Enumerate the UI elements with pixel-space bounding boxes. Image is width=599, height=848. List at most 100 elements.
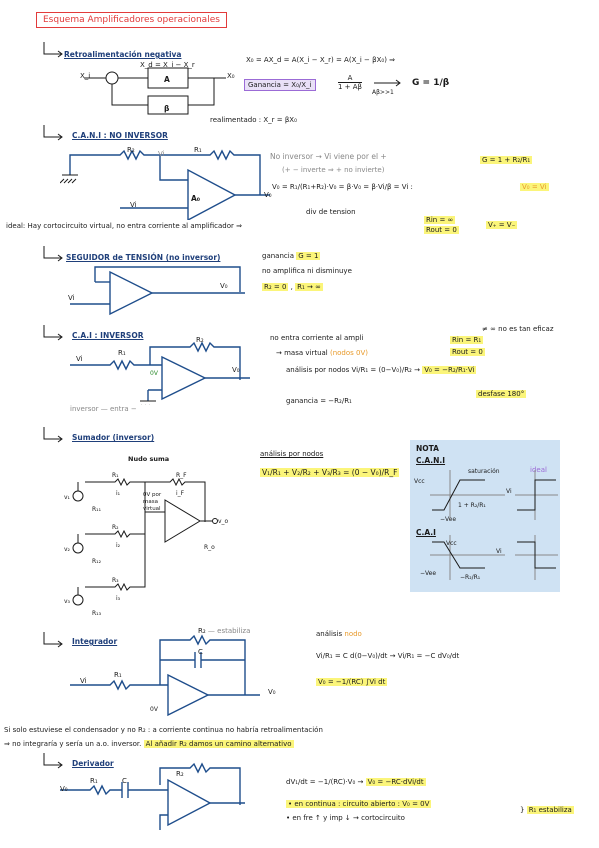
nota-ideal: ideal (530, 466, 547, 474)
integrador-eq1: Vi/R₁ = C d(0−V₀)/dt → Vi/R₁ = −C dV₀/dt (316, 652, 460, 660)
cani-vi-top: Vi (158, 150, 165, 158)
cai-analisis: análisis por nodos Vi/R₁ = (0−V₀)/R₂ → V… (286, 366, 477, 374)
nota-vcc-1: Vcc (414, 478, 425, 485)
sumador-v1: v₁ (64, 494, 70, 501)
cai-grey-note: inversor — entra − (70, 405, 137, 413)
xd-label: X_d = X_i − X_r (140, 61, 195, 69)
section-heading-cai: C.A.I : INVERSOR (72, 331, 144, 340)
arrow-icon (43, 753, 63, 769)
sumador-rf: R_F (176, 472, 187, 479)
cani-r2: R₂ (127, 146, 135, 154)
cani-rin: Rin = ∞ (424, 216, 456, 224)
derivador-c: C (122, 777, 127, 785)
derivador-eq: dV₁/dt = −1/(RC)·V₀ → V₀ = −RC·dVi/dt (286, 778, 426, 786)
sumador-r12: R₁₂ (92, 558, 101, 565)
nota-vcc-2: Vcc (446, 540, 457, 547)
section-heading-seguidor: SEGUIDOR de TENSIÓN (no inversor) (66, 253, 221, 262)
arrow-icon (43, 42, 63, 58)
integrador-analisis: análisis nodo (316, 630, 362, 638)
ganancia-label: Ganancia = (248, 81, 290, 89)
cani-r1: R₁ (194, 146, 202, 154)
nota-vee-1: −Vee (440, 516, 457, 523)
cani-circuit (60, 149, 270, 220)
cai-rout: Rout = 0 (450, 348, 485, 356)
nota-slope1: 1 + R₂/R₁ (458, 502, 486, 509)
xi-label: X_i (80, 72, 91, 80)
sumador-r2: R₂ (112, 524, 119, 531)
nota-cani: C.A.N.I (416, 456, 446, 465)
ganancia-eq: A 1 + Aβ (338, 74, 363, 91)
cai-r2: R₂ (196, 336, 204, 344)
cani-divisor: div de tension (306, 208, 356, 216)
sumador-r3: R₃ (112, 577, 119, 584)
cai-vo: V₀ (232, 366, 240, 374)
cai-desfase: desfase 180° (476, 390, 527, 398)
block-beta: β (164, 104, 170, 113)
page-title: Esquema Amplificadores operacionales (36, 12, 227, 28)
cani-vo-eq: V₀ = R₁/(R₁+R₂)·V₀ = β·V₀ = β·Vi/β = Vi … (272, 183, 413, 191)
section-heading-cani: C.A.N.I : NO INVERSOR (72, 131, 168, 140)
derivador-r1: R₁ (90, 777, 98, 785)
nota-cai: C.A.I (416, 528, 436, 537)
seguidor-vi: Vi (68, 294, 75, 302)
integrador-vo: V₀ (268, 688, 276, 696)
nota-vi-1: Vi (506, 488, 512, 495)
nota-vi-2: Vi (496, 548, 502, 555)
sumador-r1: R₁ (112, 472, 119, 479)
sumador-ro: R_o (204, 544, 215, 551)
seguidor-vo: V₀ (220, 282, 228, 290)
cai-ov: 0V (150, 370, 158, 377)
cani-vo: V₀ (264, 191, 272, 199)
sumador-nudo: Nudo suma (128, 455, 170, 463)
arrow-icon (43, 246, 63, 262)
nota-slope2: −R₂/R₁ (460, 574, 481, 581)
nota-panel: NOTA C.A.N.I ideal saturación Vcc −Vee 1… (410, 440, 560, 592)
sumador-vo: v_o (218, 518, 229, 525)
ganancia-box: Ganancia = X₀/X_i (244, 79, 316, 91)
derivador-estab: } R₁ estabiliza (520, 806, 574, 814)
arrow-icon (43, 325, 63, 341)
seguidor-ganancia: ganancia G = 1 (262, 252, 321, 260)
nota-vee-2: −Vee (420, 570, 437, 577)
nota-title: NOTA (416, 444, 439, 453)
derivador-r2: R₂ (176, 770, 184, 778)
section-heading-derivador: Derivador (72, 759, 114, 768)
cani-ideal: ideal: Hay cortocircuito virtual, no ent… (6, 222, 242, 230)
cai-l2: → masa virtual (nodos 0V) (276, 349, 369, 357)
seguidor-r: R₂ = 0 , R₁ → ∞ (262, 283, 323, 291)
derivador-circuit (60, 762, 245, 830)
arrow-icon (43, 125, 63, 141)
feedback-block-diagram (84, 67, 226, 115)
seguidor-circuit (70, 266, 245, 316)
cani-line1: No inversor → Vi viene por el + (270, 152, 387, 161)
arrow-right-icon (374, 79, 401, 87)
sumador-circuit (72, 477, 218, 606)
cai-l1: no entra corriente al ampli (270, 334, 364, 342)
integrador-circuit (70, 634, 260, 717)
nota-saturacion: saturación (468, 468, 500, 475)
cani-rout: Rout = 0 (424, 226, 459, 234)
integrador-eq2: V₀ = −1/(RC) ∫Vi dt (316, 678, 388, 686)
cai-ganancia: ganancia = −R₂/R₁ (286, 397, 352, 405)
sumador-eq: V₁/R₁ + V₂/R₂ + V₃/R₃ = (0 − V₀)/R_F (260, 468, 400, 477)
arrow-icon (43, 632, 63, 648)
integrador-c: C (198, 648, 203, 656)
cani-vplus: V₊ = V₋ (486, 221, 518, 229)
sumador-if: i_F (176, 490, 185, 497)
section-heading-integrador: Integrador (72, 637, 118, 646)
realimentado-label: realimentado : X_r = βX₀ (210, 116, 297, 124)
sumador-masa: 0V por masa virtual (143, 492, 162, 512)
section-heading-sumador: Sumador (inversor) (72, 433, 155, 442)
limit-label: Aβ>>1 (372, 89, 394, 96)
cai-r1: R₁ (118, 349, 126, 357)
cani-ao: A₀ (191, 194, 201, 203)
cai-note: ≠ ∞ no es tan eficaz (482, 325, 554, 333)
sumador-analisis: análisis por nodos (260, 450, 324, 458)
integrador-vi: Vi (80, 677, 87, 685)
sumador-i1: i₁ (116, 490, 121, 497)
ganancia-frac: X₀/X_i (291, 81, 312, 89)
nota-transfer-plots (430, 470, 558, 580)
derivador-b2: • en fre ↑ y imp ↓ → cortocircuito (286, 814, 405, 822)
retro-eq1: X₀ = AX_d = A(X_i − X_r) = A(X_i − βX₀) … (246, 56, 396, 64)
seguidor-l2: no amplifica ni disminuye (262, 267, 352, 275)
